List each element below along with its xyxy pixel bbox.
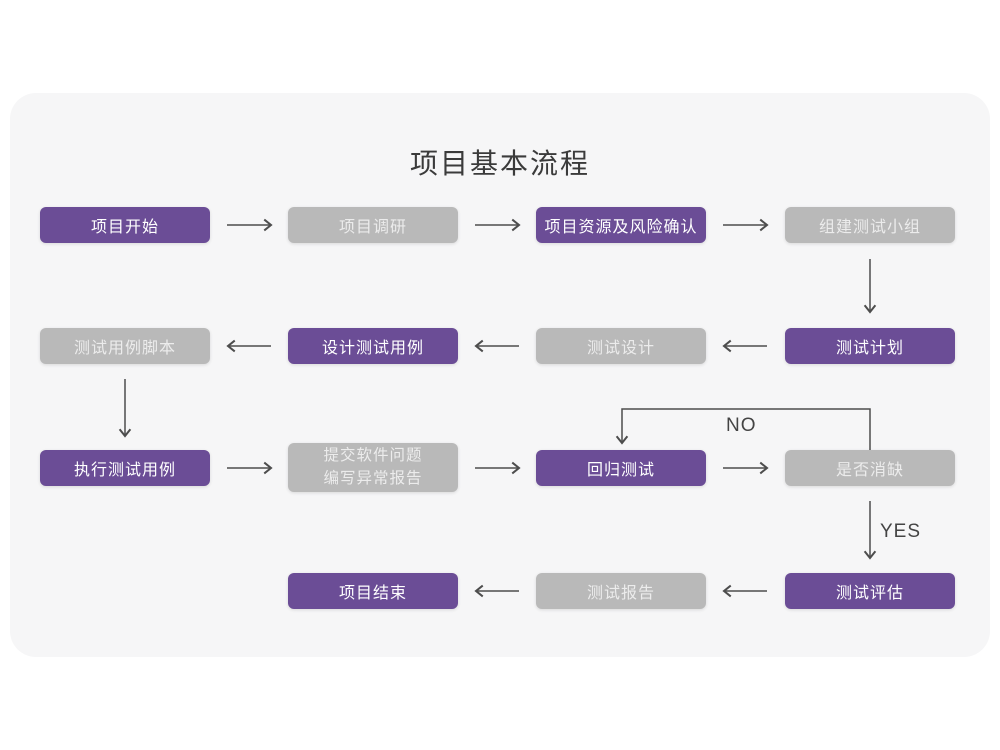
edge-label-yes: YES xyxy=(880,521,922,542)
node-label: 测试设计 xyxy=(586,340,655,357)
node-label: 项目结束 xyxy=(338,585,407,602)
node-test-evaluation: 测试评估 xyxy=(785,573,955,609)
node-label: 组建测试小组 xyxy=(818,219,921,236)
node-project-end: 项目结束 xyxy=(288,573,458,609)
node-label: 测试计划 xyxy=(835,340,904,357)
node-label: 测试报告 xyxy=(586,585,655,602)
node-regression-test: 回归测试 xyxy=(536,450,706,486)
node-test-plan: 测试计划 xyxy=(785,328,955,364)
node-execute-cases: 执行测试用例 xyxy=(40,450,210,486)
node-label: 测试用例脚本 xyxy=(73,340,176,357)
node-case-scripts: 测试用例脚本 xyxy=(40,328,210,364)
page-title: 项目基本流程 xyxy=(409,148,590,179)
node-label: 设计测试用例 xyxy=(321,340,424,357)
node-design-cases: 设计测试用例 xyxy=(288,328,458,364)
node-test-report: 测试报告 xyxy=(536,573,706,609)
node-label: 回归测试 xyxy=(586,462,655,479)
node-project-research: 项目调研 xyxy=(288,207,458,243)
node-label: 测试评估 xyxy=(835,585,904,602)
node-build-team: 组建测试小组 xyxy=(785,207,955,243)
node-resource-risk: 项目资源及风险确认 xyxy=(536,207,706,243)
node-label: 项目开始 xyxy=(90,219,159,236)
node-defect-cleared: 是否消缺 xyxy=(785,450,955,486)
node-submit-issues: 提交软件问题 编写异常报告 xyxy=(288,443,458,492)
node-label: 执行测试用例 xyxy=(73,462,176,479)
flowchart-card xyxy=(10,93,990,657)
node-project-start: 项目开始 xyxy=(40,207,210,243)
node-label: 是否消缺 xyxy=(835,462,904,479)
node-label: 项目资源及风险确认 xyxy=(544,219,698,236)
node-label: 提交软件问题 编写异常报告 xyxy=(323,447,423,487)
node-test-design: 测试设计 xyxy=(536,328,706,364)
node-label: 项目调研 xyxy=(338,219,407,236)
edge-label-no: NO xyxy=(726,415,757,436)
